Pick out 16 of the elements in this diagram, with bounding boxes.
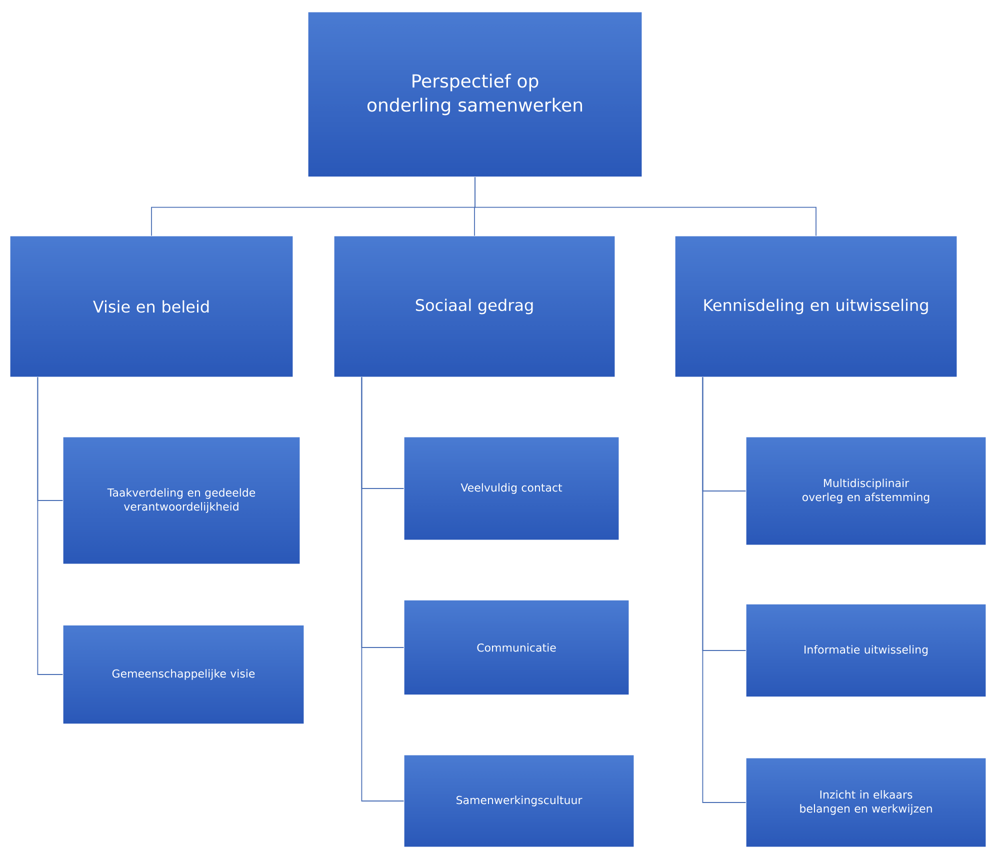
connector-line — [474, 176, 816, 236]
topic-box: Veelvuldig contact — [404, 436, 620, 540]
root-box: Perspectief op onderling samenwerken — [308, 12, 642, 178]
topic-box: Inzicht in elkaars belangen en werkwijzen — [746, 758, 986, 848]
connector-line — [361, 376, 404, 802]
category-box: Visie en beleid — [10, 236, 294, 378]
topic-box: Taakverdeling en gedeelde verantwoordelijkheid — [62, 436, 300, 564]
category-box: Sociaal gedrag — [334, 236, 616, 378]
category-box: Kennisdeling en uitwisseling — [674, 236, 958, 378]
topic-box: Samenwerkingscultuur — [404, 754, 634, 848]
topic-box: Multidisciplinair overleg en afstemming — [746, 436, 986, 546]
connector-line — [702, 376, 746, 803]
topic-box: Informatie uitwisseling — [746, 604, 986, 698]
topic-box: Communicatie — [404, 600, 630, 696]
topic-box: Gemeenschappelijke visie — [62, 624, 304, 724]
connector-line — [37, 376, 64, 675]
